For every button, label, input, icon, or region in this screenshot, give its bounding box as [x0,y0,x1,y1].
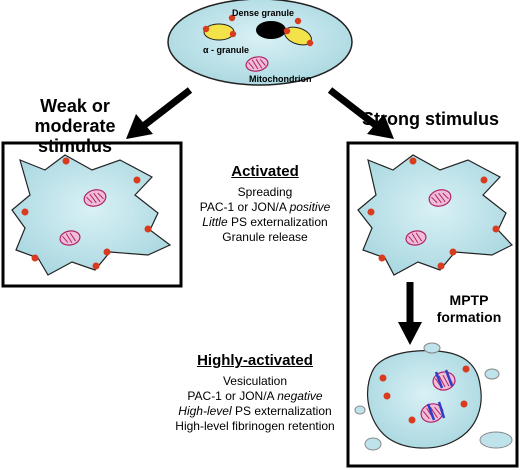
activated-desc-4: Granule release [222,230,308,244]
mptp-marks [426,369,454,421]
weak-heading-line2: stimulus [37,136,112,156]
arrow-mptp [398,282,422,345]
highly-activated-desc-3: High-level PS externalization [178,404,332,418]
alpha-granule [203,23,235,41]
resting-platelet [167,0,353,86]
activated-desc-1: Spreading [237,185,293,199]
strong-stimulus-box [346,141,519,468]
activated-platelet-right [357,154,513,276]
weak-stimulus-heading: Weak or moderate stimulus [0,96,150,156]
dense-granule [256,21,286,39]
weak-stimulus-box [1,141,183,288]
highly-activated-section: Highly-activated Vesiculation PAC-1 or J… [162,352,348,434]
mitochondrion-label: Mitochondrion [249,74,312,84]
microvesicle [484,368,500,380]
dense-granule-label: Dense granule [232,8,295,18]
highly-activated-desc-2: PAC-1 or JON/A negative [187,389,323,403]
highly-activated-desc-1: Vesiculation [222,374,288,388]
alpha-granule-label: α - granule [203,45,250,55]
mptp-label: MPTP formation [434,292,504,326]
mptp-line1: MPTP [449,292,489,308]
microvesicle [423,342,441,354]
mitochondrion [405,230,427,246]
activated-desc-3: Little PS externalization [202,215,328,229]
microvesicle [479,431,513,449]
weak-heading-line1: Weak or moderate [34,96,116,136]
highly-activated-desc-4: High-level fibrinogen retention [175,419,335,433]
mitochondrion [245,56,269,72]
activated-platelet-left [11,154,172,276]
arrow-to-weak [126,87,193,139]
activated-section: Activated Spreading PAC-1 or JON/A posit… [184,163,346,245]
mitochondrion [428,189,452,207]
highly-activated-title: Highly-activated [197,352,313,369]
activated-desc-2: PAC-1 or JON/A positive [199,200,331,214]
mitochondrion [83,189,107,207]
microvesicle [364,437,382,451]
mitochondrion [59,230,81,246]
mptp-line2: formation [436,309,502,325]
highly-activated-platelet [354,342,513,451]
activated-title: Activated [231,163,299,180]
microvesicle [354,405,366,415]
strong-stimulus-heading: Strong stimulus [362,109,500,129]
arrow-to-strong [327,87,394,139]
